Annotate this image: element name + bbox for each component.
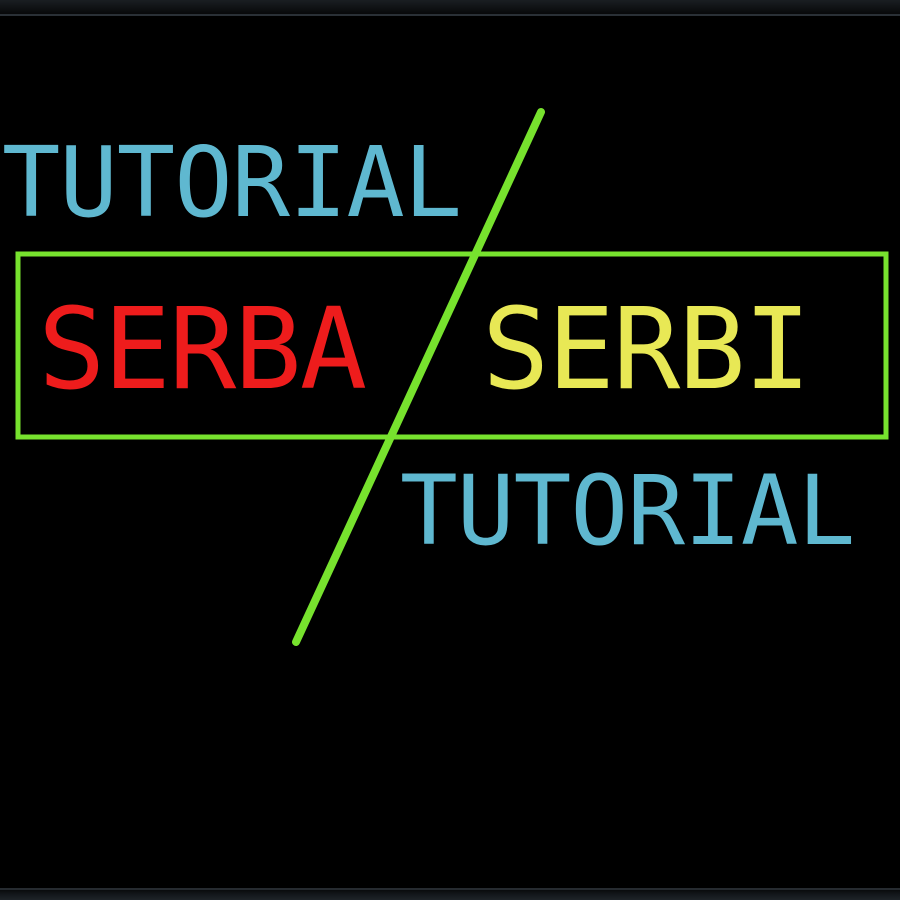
- tutorial-top-text: TUTORIAL: [2, 126, 462, 239]
- serbi-text: SERBI: [482, 285, 811, 415]
- top-border: [0, 0, 900, 16]
- tutorial-bottom-text: TUTORIAL: [400, 455, 855, 567]
- bottom-border: [0, 888, 900, 900]
- serba-text: SERBA: [38, 285, 367, 415]
